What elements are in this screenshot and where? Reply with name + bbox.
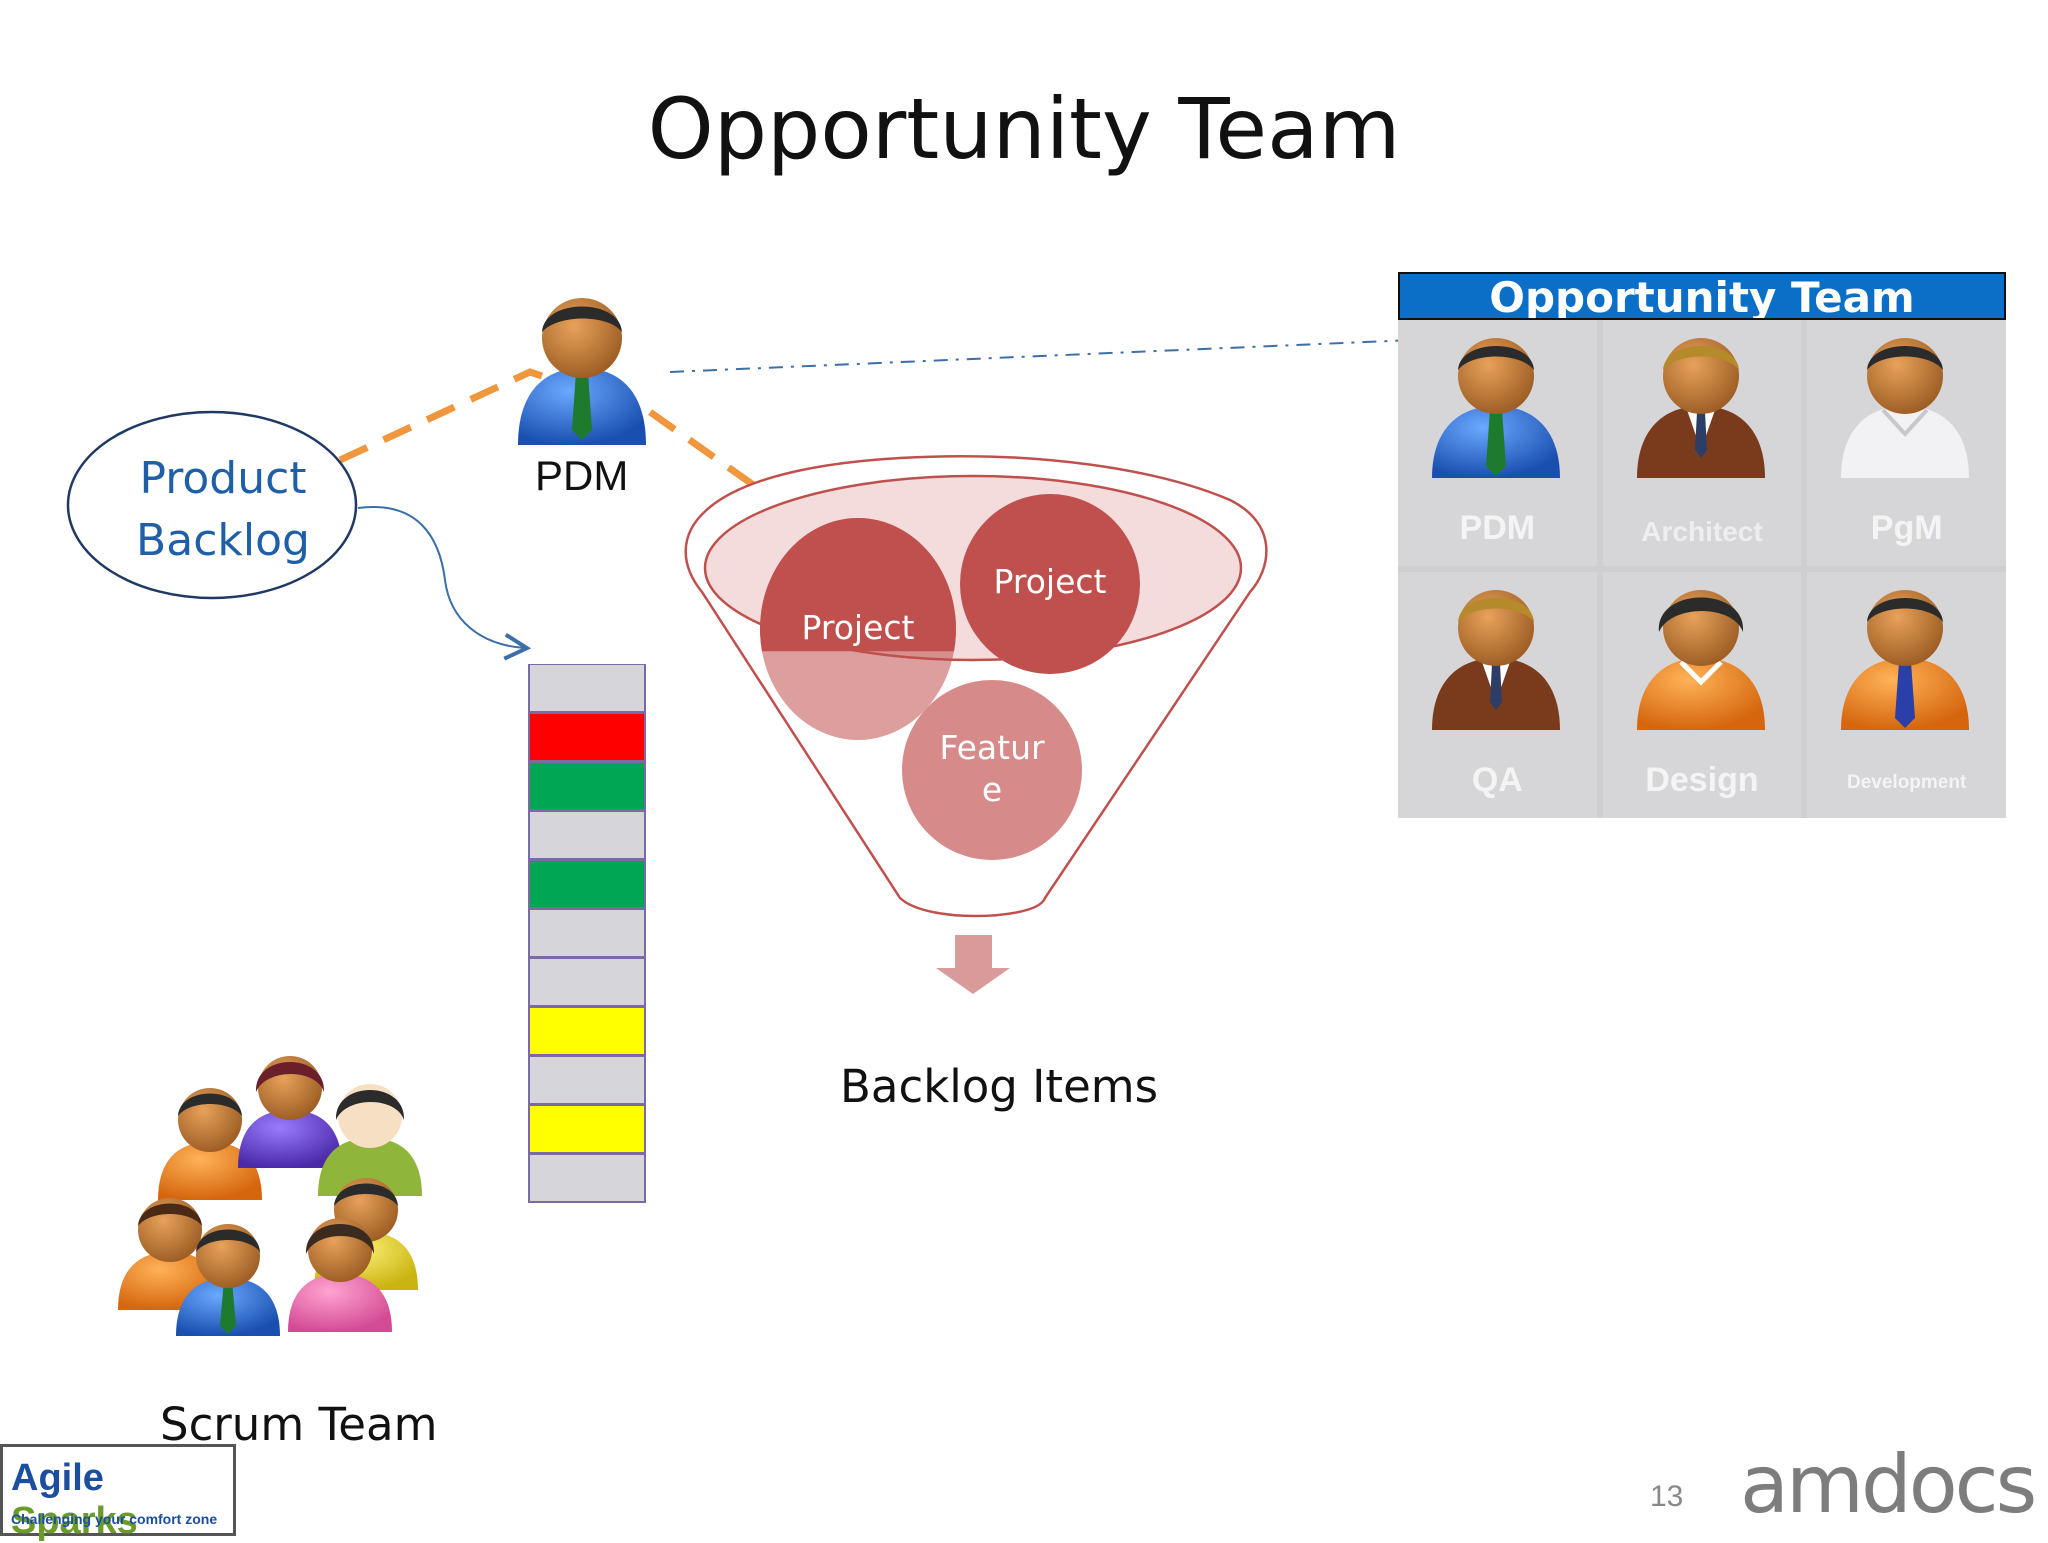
pdm-label: PDM [535, 452, 629, 499]
pdm-person-icon [518, 298, 646, 445]
person-blue-suit-icon [1432, 338, 1560, 478]
funnel-circle-project-1-label: Project [801, 608, 915, 647]
funnel-circle-project-2 [960, 494, 1140, 674]
funnel-circle-feature [902, 680, 1082, 860]
person-brown-suit-icon [1432, 590, 1560, 730]
person-orange-suit-icon [1841, 590, 1970, 730]
person-white-shirt-icon [1841, 338, 1970, 478]
agile-sparks-wordmark: Agile Sparks [11, 1457, 233, 1543]
person-orange-top-icon [1636, 590, 1765, 730]
role-label-qa: QA [1471, 761, 1523, 799]
opportunity-team-panel: Opportunity Team PDM Ar [1398, 272, 2006, 818]
scrum-team-label: Scrum Team [160, 1398, 438, 1451]
backlog-item-gray [528, 811, 646, 860]
backlog-item-gray [528, 1056, 646, 1105]
slide-title: Opportunity Team [647, 80, 1401, 178]
backlog-stack [528, 664, 646, 1203]
role-card-qa: QA [1398, 572, 1597, 818]
funnel-circle-feature-label-1: Featur [939, 728, 1045, 767]
backlog-item-green [528, 860, 646, 909]
opportunity-team-header: Opportunity Team [1398, 272, 2006, 320]
backlog-item-gray [528, 909, 646, 958]
role-label-pgm: PgM [1870, 509, 1943, 547]
backlog-item-gray [528, 958, 646, 1007]
backlog-item-gray [528, 1154, 646, 1203]
pdm-to-panel-line [669, 339, 1413, 373]
role-card-pgm: PgM [1807, 320, 2006, 566]
agile-sparks-logo: Agile Sparks Challenging your comfort zo… [0, 1444, 236, 1542]
page-number: 13 [1650, 1480, 1684, 1513]
amdocs-logo: amdocs [1740, 1438, 2037, 1531]
person-brown-suit-icon [1636, 338, 1765, 478]
funnel-circle-project-2-label: Project [993, 562, 1107, 601]
funnel-circle-feature-label-2: e [981, 770, 1003, 809]
pdm-connector-line [338, 368, 823, 535]
role-card-pdm: PDM [1398, 320, 1597, 566]
backlog-item-yellow [528, 1007, 646, 1056]
backlog-arrow [357, 505, 525, 648]
role-card-design: Design [1602, 572, 1802, 818]
role-card-development: Development [1807, 572, 2006, 818]
role-label-pdm: PDM [1459, 509, 1536, 547]
backlog-item-red [528, 713, 646, 762]
product-backlog-line-1: Product [139, 453, 307, 504]
agile-word: Agile [11, 1457, 104, 1499]
backlog-item-green [528, 762, 646, 811]
backlog-items-label: Backlog Items [840, 1060, 1159, 1113]
product-backlog-label: Product Backlog [88, 448, 358, 572]
opportunity-team-grid: PDM Architect PgM [1398, 320, 2006, 818]
role-label-design: Design [1645, 761, 1759, 799]
backlog-item-yellow [528, 1105, 646, 1154]
backlog-item-gray [528, 664, 646, 713]
role-label-development: Development [1847, 772, 1967, 793]
product-backlog-ellipse [66, 410, 358, 600]
product-backlog-line-2: Backlog [136, 515, 310, 566]
agile-sparks-tagline: Challenging your comfort zone [11, 1511, 218, 1527]
scrum-team-icon [118, 1056, 422, 1336]
funnel-down-arrow-icon [936, 935, 1010, 994]
sparks-word: Sparks [11, 1500, 138, 1542]
role-card-architect: Architect [1602, 320, 1802, 566]
role-label-architect: Architect [1641, 516, 1763, 547]
